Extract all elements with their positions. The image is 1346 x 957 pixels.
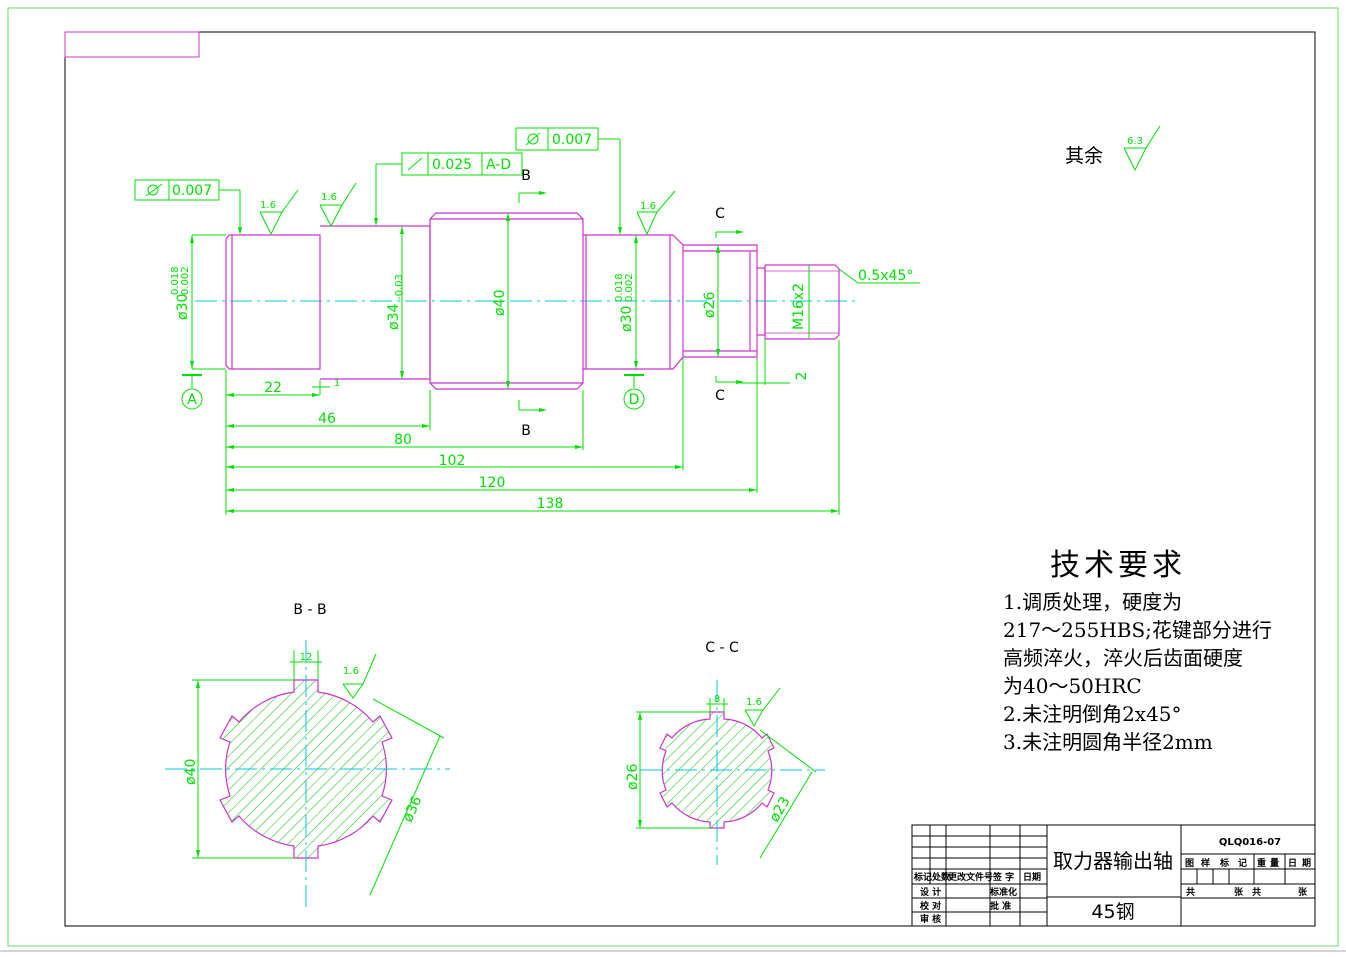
diameter-26: ø26 xyxy=(702,292,718,318)
section-bb-label: B - B xyxy=(293,602,326,618)
tb-standard: 标准化 xyxy=(989,886,1017,898)
roughness-1: 1.6 xyxy=(260,200,276,211)
tb-r-6: 日 xyxy=(1288,858,1297,869)
section-cc-label: C - C xyxy=(705,640,739,656)
length-80: 80 xyxy=(394,432,412,448)
diameter-40: ø40 xyxy=(492,290,508,316)
section-c-mark-top: C xyxy=(715,206,725,222)
section-bb-roughness: 1.6 xyxy=(343,666,359,677)
section-b-mark-top: B xyxy=(521,168,531,184)
length-2: 2 xyxy=(794,372,810,381)
section-bb-d36: ø36 xyxy=(400,794,425,825)
tb-r-1: 样 xyxy=(1201,857,1210,869)
drawing-title: 取力器输出轴 xyxy=(1053,849,1173,873)
outer-border xyxy=(7,7,1339,947)
tb-review: 审 核 xyxy=(920,913,941,925)
tb-sheet-unit1: 张 xyxy=(1234,886,1244,898)
tech-line-6: 3.未注明圆角半径2mm xyxy=(1003,730,1213,754)
tech-line-2: 217～255HBS;花键部分进行 xyxy=(1003,618,1272,642)
tb-design: 设 计 xyxy=(920,886,941,898)
shaft-main-view: 22 1 46 80 102 120 138 2 ø30 0.018 0.002… xyxy=(134,125,1161,515)
section-cc: C - C ø26 ø23 8 1.6 xyxy=(625,640,825,865)
roughness-3: 1.6 xyxy=(640,201,656,212)
tech-line-5: 2.未注明倒角2x45° xyxy=(1003,702,1182,726)
length-120: 120 xyxy=(479,475,506,491)
tb-sheet-of: 共 xyxy=(1252,886,1261,898)
diameter-34-tol: -0.03 xyxy=(394,274,405,300)
thread-m16: M16x2 xyxy=(791,283,807,330)
tb-r-2: 标 xyxy=(1219,857,1229,869)
length-22: 22 xyxy=(264,380,282,396)
chamfer-label: 0.5x45° xyxy=(858,268,913,284)
diameter-34: ø34 xyxy=(386,304,402,330)
tb-header-mark: 标记 xyxy=(913,871,932,883)
rest-roughness-value: 6.3 xyxy=(1127,136,1143,147)
tb-r-3: 记 xyxy=(1238,857,1247,869)
tech-requirements: 技术要求 1.调质处理，硬度为 217～255HBS;花键部分进行 高频淬火，淬… xyxy=(1003,540,1303,756)
diameter-30b-tol-up: 0.018 xyxy=(614,273,625,302)
runout-3-value: 0.007 xyxy=(552,132,592,148)
section-b-mark-bottom: B xyxy=(521,423,531,439)
rest-roughness-label: 其余 xyxy=(1065,145,1103,167)
inner-border xyxy=(64,31,1316,927)
runout-2-value: 0.025 xyxy=(432,157,472,173)
tb-check: 校 对 xyxy=(920,900,941,912)
title-block-text: 取力器输出轴 45钢 QLQ016-07 标记 处数 更改文件号 签 字 日期 … xyxy=(913,837,1311,925)
length-138: 138 xyxy=(537,496,564,512)
tech-requirements-title: 技术要求 xyxy=(1050,548,1186,583)
section-bb-width: 12 xyxy=(300,652,313,663)
title-block xyxy=(911,824,1316,927)
material: 45钢 xyxy=(1091,901,1134,923)
diameter-30a-tol-up: 0.018 xyxy=(170,266,181,295)
tb-approve: 批 准 xyxy=(990,900,1011,912)
diameter-30b-tol-lo: 0.002 xyxy=(624,273,635,302)
length-1: 1 xyxy=(334,378,340,389)
roughness-2: 1.6 xyxy=(321,192,337,203)
section-cc-roughness: 1.6 xyxy=(746,697,762,708)
tech-line-4: 为40～50HRC xyxy=(1003,674,1142,698)
tb-header-change: 更改文件号 xyxy=(948,871,993,883)
section-cc-d26: ø26 xyxy=(625,764,641,790)
datum-a: A xyxy=(187,392,197,408)
section-bb-d40: ø40 xyxy=(183,759,199,785)
section-cc-width: 8 xyxy=(714,694,720,705)
tech-line-3: 高频淬火，淬火后齿面硬度 xyxy=(1003,646,1243,670)
corner-stamp-box xyxy=(64,31,200,58)
tb-header-count: 处数 xyxy=(931,871,951,883)
tb-r-4: 重 xyxy=(1257,857,1266,869)
diameter-30a: ø30 xyxy=(175,294,191,320)
tb-r-7: 期 xyxy=(1302,857,1311,869)
section-c-mark-bottom: C xyxy=(715,388,725,404)
tb-sheet-total: 共 xyxy=(1186,886,1195,898)
length-102: 102 xyxy=(439,453,466,469)
length-46: 46 xyxy=(318,411,336,427)
drawing-number: QLQ016-07 xyxy=(1219,837,1281,848)
tb-header-sign: 签 字 xyxy=(992,871,1014,883)
section-bb: B - B ø40 ø36 12 1.6 xyxy=(165,602,450,910)
tb-sheet-unit2: 张 xyxy=(1298,886,1308,898)
datum-d: D xyxy=(629,392,640,408)
diameter-30a-tol-lo: 0.002 xyxy=(180,266,191,295)
runout-1-value: 0.007 xyxy=(172,183,212,199)
diameter-30b: ø30 xyxy=(619,306,635,332)
tech-line-1: 1.调质处理，硬度为 xyxy=(1003,590,1183,614)
runout-2-datum: A-D xyxy=(486,157,511,173)
tb-r-0: 图 xyxy=(1185,858,1194,869)
tb-header-date: 日期 xyxy=(1023,871,1041,883)
tb-r-5: 量 xyxy=(1270,857,1279,869)
